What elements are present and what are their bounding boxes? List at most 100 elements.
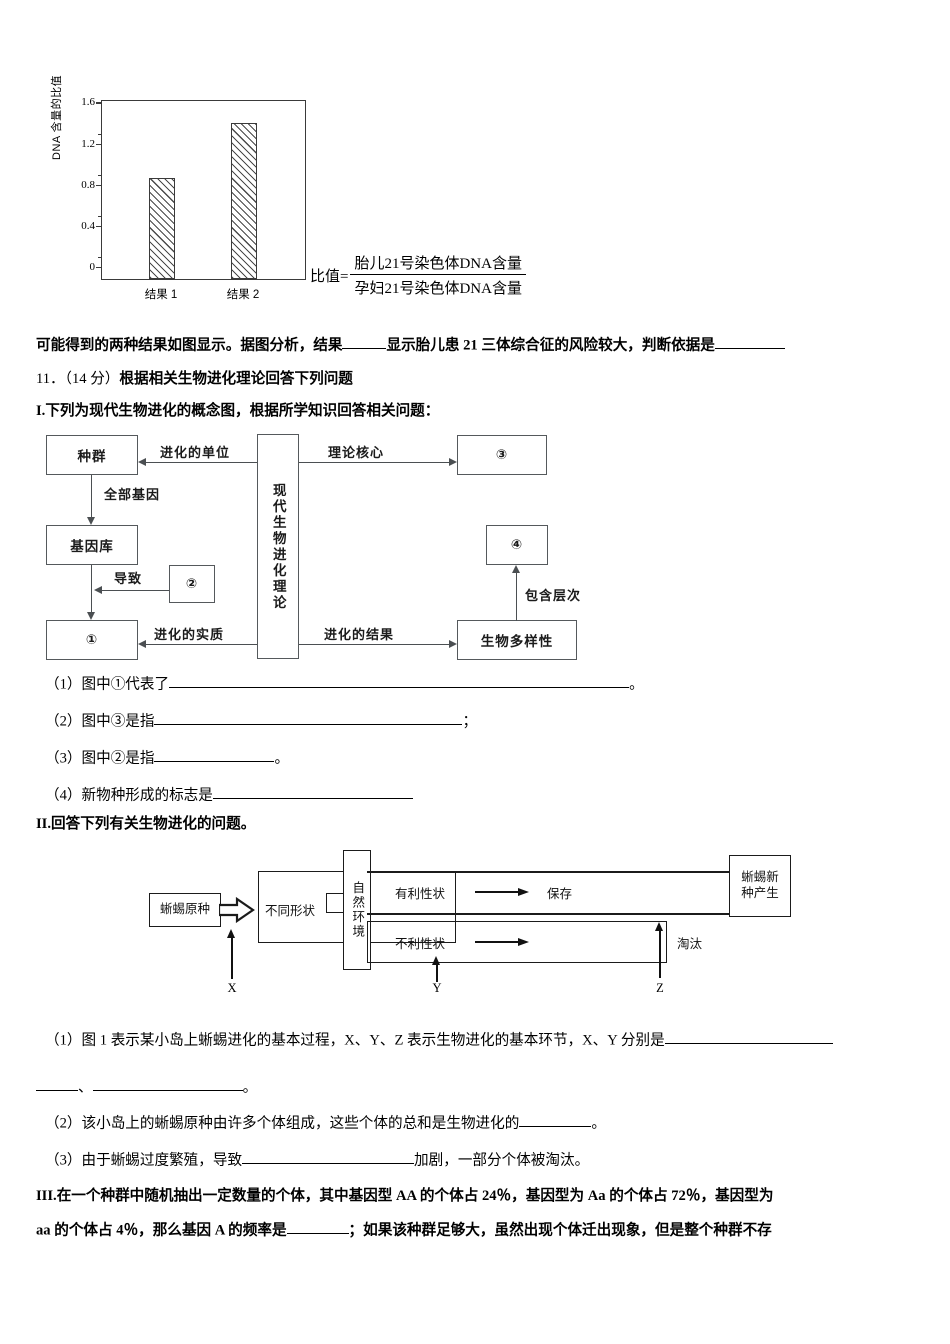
y-tick-0.8: 0.8 (81, 179, 102, 191)
question-II-1: （1）图 1 表示某小岛上蜥蜴进化的基本过程，X、Y、Z 表示生物进化的基本环节… (45, 1028, 925, 1049)
concept-node-biodiversity: 生物多样性 (457, 620, 577, 660)
question-I-1: （1）图中①代表了。 (45, 672, 644, 693)
edge-center-to-node1 (146, 644, 257, 646)
flow-label-new-species-line-1: 蜥蜴新 (741, 870, 779, 885)
question-II-1-blank-1b (36, 1075, 78, 1092)
section-III-line-1: III.在一个种群中随机抽出一定数量的个体，其中基因型 AA 的个体占 24％，… (36, 1184, 926, 1210)
question-II-3-number: （3） (45, 1152, 82, 1169)
question-II-1-number: （1） (45, 1032, 82, 1049)
edge-label-theory-core: 理论核心 (326, 442, 387, 461)
section-II-marker: II. (36, 816, 52, 832)
block-arrow-icon (219, 897, 255, 923)
edge-arrow-theory-core (449, 457, 457, 466)
edge-center-to-node3 (299, 462, 449, 464)
flow-label-unfavorable-trait: 不利性状 (395, 937, 446, 951)
question-II-3: （3）由于蜥蜴过度繁殖，导致 加剧，一部分个体被淘汰。 (45, 1148, 589, 1169)
flow-upper-corridor-bottom (367, 913, 729, 915)
intro-blank-1 (342, 333, 387, 350)
flow-arrow-unfavorable-shaft (475, 941, 521, 943)
evolution-concept-map: 现代生物进化理论 种群 基因库 ① ② ③ ④ 生物多样性 进化的单位 全部基因… (40, 432, 585, 664)
y-tick-minor-1.0 (98, 174, 102, 177)
question-II-1-text: 图 1 表示某小岛上蜥蜴进化的基本过程，X、Y、Z 表示生物进化的基本环节，X、… (81, 1032, 665, 1049)
question-I-3-tail: 。 (274, 750, 290, 767)
marker-z-arrow-shaft (659, 930, 661, 978)
edge-label-all-genes: 全部基因 (102, 484, 163, 503)
x-tick-label-result-1: 结果 1 (144, 289, 178, 301)
question-II-3-tail: 加剧，一部分个体被淘汰。 (414, 1152, 590, 1169)
formula-fraction: 胎儿21号染色体DNA含量 孕妇21号染色体DNA含量 (350, 252, 526, 298)
question-11-header: 11．（14 分）根据相关生物进化理论回答下列问题 (36, 367, 353, 393)
edge-gene-pool-to-node1 (91, 565, 93, 612)
lizard-evolution-flowchart: 蜥蜴原种 不同形状 自然环境 有利性状 保存 不利性状 淘汰 蜥蜴新 种产生 (145, 845, 795, 1000)
question-11-number: 11． (36, 371, 65, 387)
x-tick-label-result-2: 结果 2 (226, 289, 260, 301)
edge-arrow-includes-levels (511, 565, 520, 573)
edge-arrow-result (449, 639, 457, 648)
question-I-4-blank (212, 783, 413, 800)
flow-node-original-lizard: 蜥蜴原种 (149, 893, 221, 927)
intro-text-part-1: 可能得到的两种结果如图显示。据图分析，结果 (36, 337, 343, 354)
question-II-1-blank-2 (92, 1075, 243, 1092)
question-I-1-blank (169, 672, 630, 689)
section-I-text: 下列为现代生物进化的概念图，根据所学知识回答相关问题： (45, 403, 440, 419)
edge-arrow-to-gene-pool (86, 517, 95, 525)
chart-plot-area: 0 0.4 0.8 1.2 1.6 (81, 96, 306, 280)
flow-arrow-favorable-shaft (475, 891, 521, 893)
y-tick-1.6: 1.6 (81, 96, 102, 108)
concept-node-population: 种群 (46, 435, 138, 475)
section-III-text-b2: ；如果该种群足够大，虽然出现个体迁出现象，但是整个种群不存 (348, 1222, 772, 1239)
y-tick-0.4: 0.4 (81, 220, 102, 232)
section-III-text-a: 在一个种群中随机抽出一定数量的个体，其中基因型 AA 的个体占 24％，基因型为… (56, 1188, 774, 1204)
edge-label-unit-of-evolution: 进化的单位 (158, 442, 233, 461)
flow-upper-corridor-top (367, 871, 729, 873)
question-II-1-separator: 、 (78, 1079, 93, 1096)
flow-label-natural-environment: 自然环境 (350, 881, 365, 939)
edge-arrow-causes (94, 585, 102, 594)
question-II-2-text: 该小岛上的蜥蜴原种由许多个体组成，这些个体的总和是生物进化的 (81, 1115, 520, 1132)
question-I-2-tail: ； (462, 713, 478, 730)
question-11-title: 根据相关生物进化理论回答下列问题 (119, 371, 353, 387)
ratio-formula: 比值= 胎儿21号染色体DNA含量 孕妇21号染色体DNA含量 (310, 252, 526, 298)
question-I-3-blank (154, 746, 275, 763)
concept-node-gene-pool: 基因库 (46, 525, 138, 565)
marker-label-x: X (227, 981, 237, 995)
bar-result-2 (231, 122, 257, 279)
section-II-text: 回答下列有关生物进化的问题。 (51, 816, 256, 832)
intro-paragraph: 可能得到的两种结果如图显示。据图分析，结果显示胎儿患 21 三体综合征的风险较大… (36, 333, 916, 359)
question-I-1-text: 图中①代表了 (81, 676, 170, 693)
marker-label-z: Z (656, 981, 664, 995)
marker-label-y: Y (432, 981, 442, 995)
concept-node-2: ② (169, 565, 215, 603)
question-11-points: （14 分） (64, 371, 120, 387)
edge-label-essence-of-evolution: 进化的实质 (152, 624, 227, 643)
concept-node-3: ③ (457, 435, 547, 475)
edge-label-result-of-evolution: 进化的结果 (322, 624, 397, 643)
section-I-marker: I. (36, 403, 46, 419)
question-I-3-text: 图中②是指 (81, 750, 155, 767)
edge-center-to-population (146, 462, 257, 464)
question-II-2-number: （2） (45, 1115, 82, 1132)
flow-arrow-unfavorable-head (518, 937, 529, 946)
y-tick-minor-0.6 (98, 216, 102, 218)
edge-arrow-to-population (138, 457, 146, 466)
intro-blank-2 (714, 333, 785, 350)
flow-lower-corridor-box (367, 921, 667, 963)
flow-label-favorable-trait: 有利性状 (395, 887, 446, 901)
section-III-text-b1: aa 的个体占 4％，那么基因 A 的频率是 (36, 1222, 287, 1239)
question-II-2-blank (519, 1111, 592, 1128)
flow-arrow-favorable-head (518, 887, 529, 896)
concept-node-4: ④ (486, 525, 548, 565)
question-II-1-blank-1 (664, 1028, 833, 1045)
marker-x-arrow-head (227, 929, 235, 938)
question-II-3-text: 由于蜥蜴过度繁殖，导致 (81, 1152, 243, 1169)
edge-label-includes-levels: 包含层次 (523, 585, 584, 604)
flow-label-eliminated: 淘汰 (677, 937, 703, 951)
question-I-3-number: （3） (45, 750, 82, 767)
formula-denominator: 孕妇21号染色体DNA含量 (350, 274, 526, 298)
bar-result-1 (149, 178, 175, 279)
question-I-1-number: （1） (45, 676, 82, 693)
edge-arrow-to-node1 (86, 612, 95, 620)
marker-y-arrow-head (432, 956, 440, 965)
dna-ratio-bar-chart: DNA 含量的比值 0 0.4 0.8 1.2 1.6 结果 1 结果 2 (51, 75, 317, 307)
flow-label-preserved: 保存 (547, 887, 573, 901)
